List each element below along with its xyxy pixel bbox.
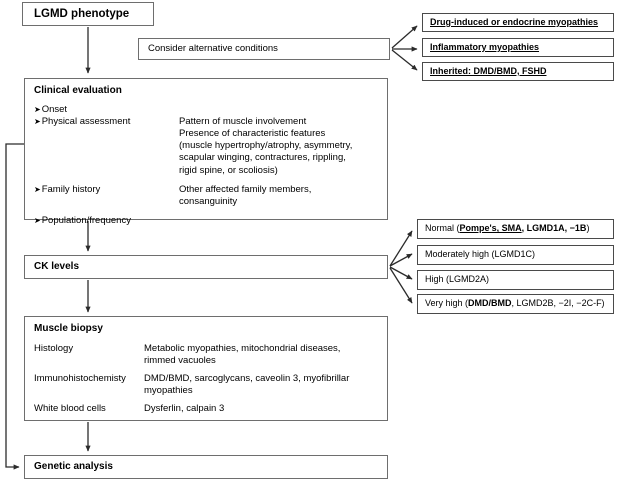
spacer [34,177,378,184]
clinical-row-label-population-frequency: Population/frequency [34,215,179,227]
muscle-biopsy-label-histology: Histology [34,342,74,354]
genetic-analysis-label: Genetic analysis [34,460,113,472]
clinical-row-value-family-history: Other affected family members, consangui… [179,183,312,207]
node-genetic-analysis[interactable]: Genetic analysis [24,455,388,479]
arrow-ck-to-result4 [389,267,413,304]
node-alternative-inherited[interactable]: Inherited: DMD/BMD, FSHD [422,62,614,81]
alternative-label-3: Inherited: DMD/BMD, FSHD [430,65,547,76]
muscle-biopsy-value-white-blood-cells: Dysferlin, calpain 3 [144,403,225,415]
muscle-biopsy-row-immunohistochemistry: Immunohistochemisty DMD/BMD, sarcoglycan… [34,373,378,397]
muscle-biopsy-row-white-blood-cells: White blood cells Dysferlin, calpain 3 [34,403,378,415]
muscle-biopsy-title: Muscle biopsy [34,323,103,334]
clinical-evaluation-row-physical-assessment: Physical assessment Pattern of muscle in… [34,116,378,177]
arrow-consider-to-alt1 [391,25,418,49]
clinical-evaluation-title: Clinical evaluation [34,85,122,96]
ck-result-text-1: Normal (Pompe's, SMA, LGMD1A, −1B) [425,223,589,235]
muscle-biopsy-value-histology: Metabolic myopathies, mitochondrial dise… [144,342,341,366]
muscle-biopsy-label-white-blood-cells: White blood cells [34,403,106,415]
muscle-biopsy-value-immunohistochemistry: DMD/BMD, sarcoglycans, caveolin 3, myofi… [144,373,350,397]
clinical-row-label-physical-assessment: Physical assessment [34,116,179,177]
muscle-biopsy-label-immunohistochemistry: Immunohistochemisty [34,373,126,385]
arrow-ck-to-result3 [389,266,413,280]
spacer [34,208,378,215]
clinical-evaluation-row-onset: Onset [34,104,378,116]
arrow-ck-to-result2 [389,253,413,267]
node-alternative-inflammatory[interactable]: Inflammatory myopathies [422,38,614,57]
alternative-label-1: Drug-induced or endocrine myopathies [430,16,599,27]
node-clinical-evaluation[interactable]: Clinical evaluation Onset Physical asses… [24,78,388,226]
ck-result-prefix-1: Normal ( [425,223,460,234]
ck-result-text-2: Moderately high (LGMD1C) [425,249,535,261]
lgmd-phenotype-label: LGMD phenotype [34,7,130,20]
ck-result-bold-underline-1: Pompe's, SMA [459,223,522,234]
ck-result-prefix-3: High (LGMD2A) [425,274,490,285]
node-ck-result-moderately-high[interactable]: Moderately high (LGMD1C) [417,245,614,265]
node-ck-result-very-high[interactable]: Very high (DMD/BMD, LGMD2B, −2I, −2C-F) [417,294,614,314]
clinical-row-label-onset: Onset [34,104,179,116]
node-alternative-drug-induced[interactable]: Drug-induced or endocrine myopathies [422,13,614,32]
node-consider-alternative-conditions[interactable]: Consider alternative conditions [138,38,390,60]
clinical-evaluation-row-population-frequency: Population/frequency [34,215,378,227]
ck-result-prefix-2: Moderately high (LGMD1C) [425,249,536,260]
arrow-consider-to-alt3 [391,49,418,71]
node-lgmd-phenotype[interactable]: LGMD phenotype [22,2,154,26]
ck-result-bold-1: , LGMD1A, −1B [521,223,587,234]
arrow-ck-to-result1 [389,230,413,267]
clinical-row-value-physical-assessment: Pattern of muscle involvement Presence o… [179,115,353,176]
ck-levels-label: CK levels [34,260,80,272]
ck-result-text-3: High (LGMD2A) [425,274,489,286]
ck-result-suffix-1: ) [586,223,590,234]
clinical-evaluation-row-family-history: Family history Other affected family mem… [34,184,378,208]
node-ck-result-normal[interactable]: Normal (Pompe's, SMA, LGMD1A, −1B) [417,219,614,239]
consider-alternative-label: Consider alternative conditions [148,42,278,54]
clinical-row-label-family-history: Family history [34,184,179,208]
arrow-clinical-feedback-loop [5,143,24,470]
node-ck-levels[interactable]: CK levels [24,255,388,279]
muscle-biopsy-row-histology: Histology Metabolic myopathies, mitochon… [34,343,378,367]
node-ck-result-high[interactable]: High (LGMD2A) [417,270,614,290]
ck-result-suffix-4: , LGMD2B, −2I, −2C-F) [511,298,605,309]
ck-result-bold-4: DMD/BMD [468,298,512,309]
alternative-label-2: Inflammatory myopathies [430,41,540,52]
node-muscle-biopsy[interactable]: Muscle biopsy Histology Metabolic myopat… [24,316,388,421]
ck-result-prefix-4: Very high ( [425,298,469,309]
ck-result-text-4: Very high (DMD/BMD, LGMD2B, −2I, −2C-F) [425,298,605,310]
